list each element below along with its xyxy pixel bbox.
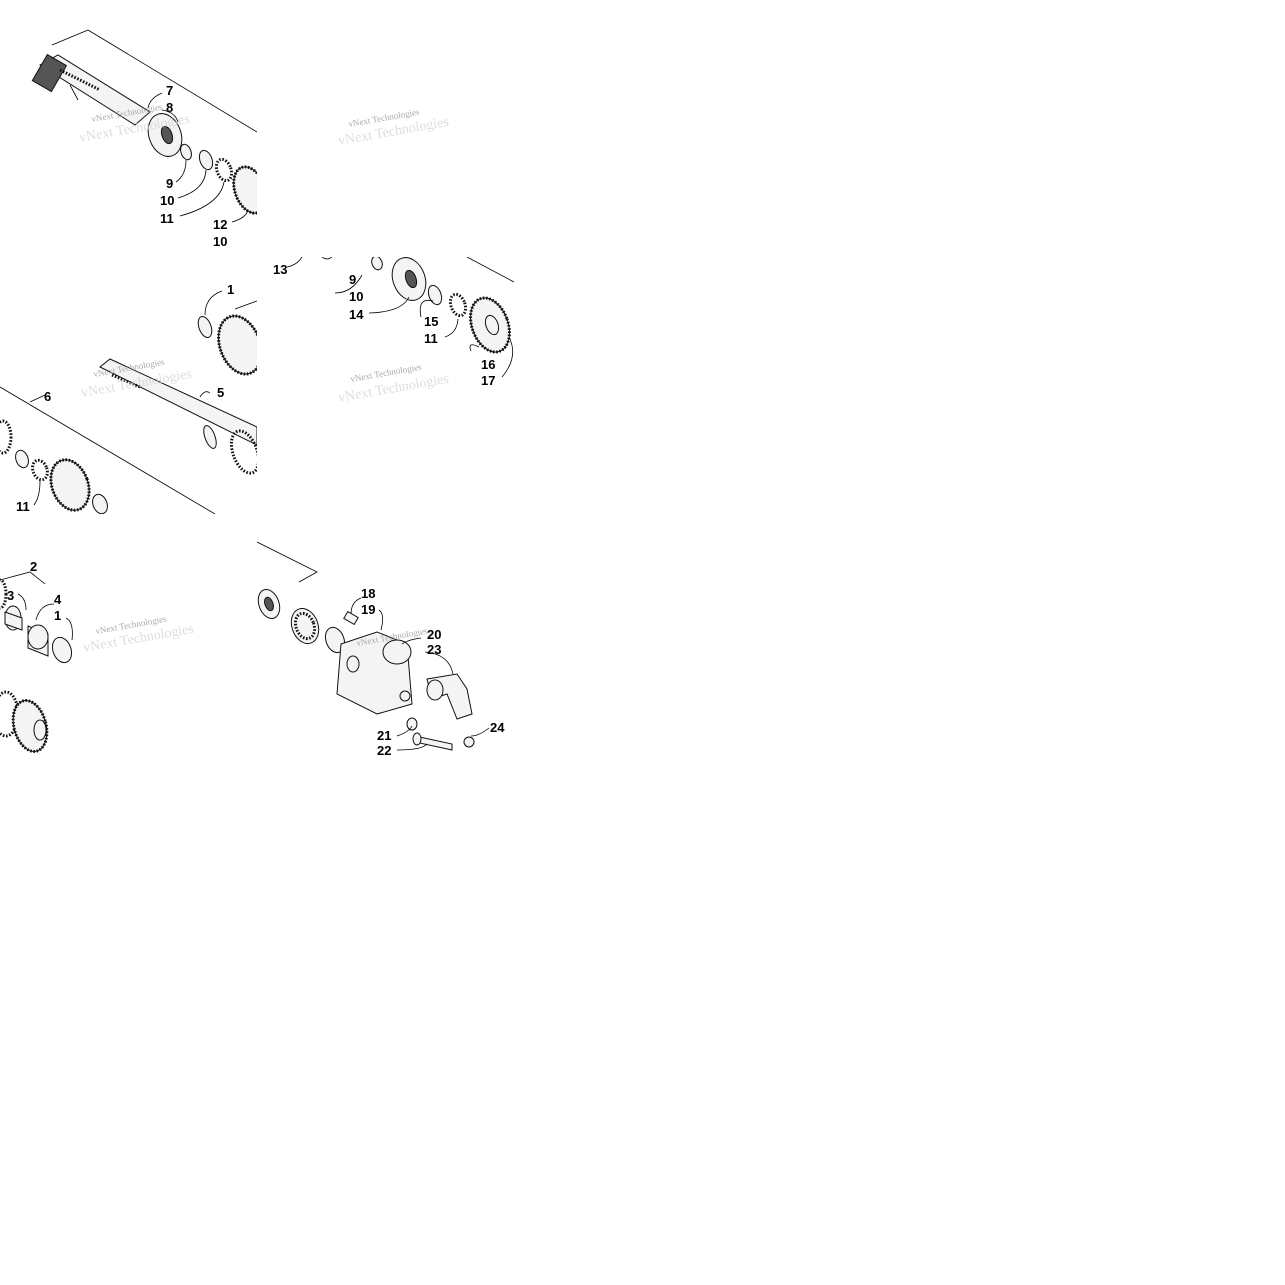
callout-1: 1 bbox=[54, 608, 61, 623]
main-shaft bbox=[31, 53, 151, 126]
washer bbox=[51, 636, 73, 664]
callout-11: 11 bbox=[160, 211, 174, 226]
callout-23: 23 bbox=[427, 642, 441, 657]
washer bbox=[92, 493, 108, 514]
callout-22: 22 bbox=[377, 743, 391, 758]
callout-3: 3 bbox=[7, 588, 14, 603]
gear-cluster bbox=[0, 690, 49, 753]
sensor-elbow bbox=[426, 673, 473, 720]
gear bbox=[0, 419, 13, 455]
callout-7: 7 bbox=[166, 83, 173, 98]
callout-10: 10 bbox=[349, 289, 363, 304]
washer bbox=[197, 315, 213, 339]
needle-bearing bbox=[31, 458, 49, 482]
washer bbox=[15, 449, 29, 469]
gear bbox=[0, 578, 8, 610]
dowel-pin bbox=[343, 610, 359, 626]
tile-mid-right: vNext Technologies vNext Technologies 13… bbox=[257, 257, 514, 514]
gear bbox=[49, 458, 91, 512]
callout-19: 19 bbox=[361, 602, 375, 617]
callout-8: 8 bbox=[166, 100, 173, 115]
callout-10: 10 bbox=[213, 234, 227, 249]
snap-ring bbox=[371, 257, 383, 271]
tile-bottom-right: vNext Technologies 18 19 20 23 21 22 24 bbox=[257, 514, 514, 771]
callout-11: 11 bbox=[16, 499, 30, 514]
tile-mid-left: vNext Technologies vNext Technologies 1 … bbox=[0, 257, 257, 514]
housing bbox=[336, 631, 413, 715]
callout-2: 2 bbox=[30, 559, 37, 574]
callout-9: 9 bbox=[349, 272, 356, 287]
nut bbox=[463, 736, 475, 748]
callout-21: 21 bbox=[377, 728, 391, 743]
snap-ring bbox=[180, 143, 192, 161]
callout-24: 24 bbox=[490, 720, 505, 735]
gear bbox=[232, 165, 257, 215]
callout-9: 9 bbox=[166, 176, 173, 191]
callout-16: 16 bbox=[481, 357, 495, 372]
coupling-hub bbox=[147, 113, 183, 157]
callout-10: 10 bbox=[160, 193, 174, 208]
tile-top-left: vNext Technologies vNext Technologies 7 … bbox=[0, 0, 257, 257]
gear bbox=[217, 314, 257, 376]
callout-20: 20 bbox=[427, 627, 441, 642]
callout-6: 6 bbox=[44, 389, 51, 404]
oil-seal bbox=[324, 626, 346, 654]
callout-15: 15 bbox=[424, 314, 438, 329]
washer bbox=[198, 149, 214, 171]
gear bbox=[469, 296, 511, 354]
washer bbox=[427, 284, 443, 306]
callout-11: 11 bbox=[424, 331, 438, 346]
callout-12: 12 bbox=[213, 217, 227, 232]
washer bbox=[406, 717, 418, 731]
callout-1: 1 bbox=[227, 282, 234, 297]
callout-13: 13 bbox=[273, 262, 287, 277]
needle-bearing bbox=[214, 157, 234, 183]
tile-top-right: vNext Technologies vNext Technologies bbox=[257, 0, 514, 257]
callout-5: 5 bbox=[217, 385, 224, 400]
coupling-hub bbox=[391, 257, 427, 301]
tile-bottom-left: vNext Technologies vNext Technologies 2 … bbox=[0, 514, 257, 771]
bolt bbox=[412, 732, 453, 751]
ball-bearing bbox=[290, 608, 320, 644]
callout-17: 17 bbox=[481, 373, 495, 388]
bushing bbox=[4, 605, 23, 631]
callout-14: 14 bbox=[349, 307, 364, 322]
spacer-sleeve bbox=[27, 624, 49, 657]
callout-4: 4 bbox=[54, 592, 62, 607]
callout-18: 18 bbox=[361, 586, 375, 601]
needle-bearing bbox=[448, 292, 468, 318]
washer-hole bbox=[264, 596, 274, 612]
